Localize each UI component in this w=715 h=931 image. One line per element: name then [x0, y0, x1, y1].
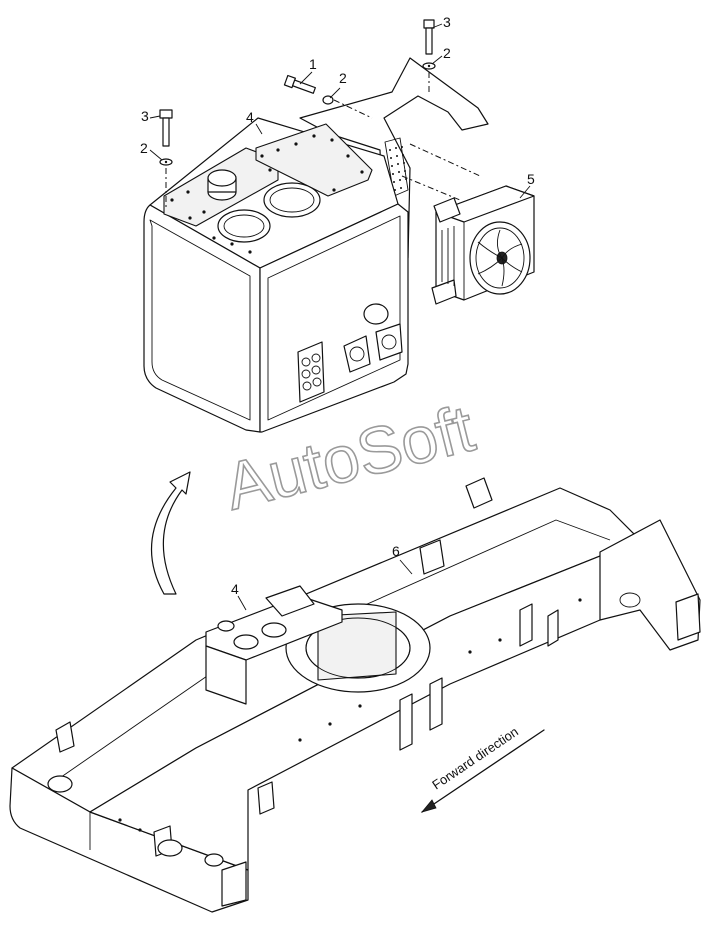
port-flanges	[343, 303, 403, 373]
tank-front-face	[143, 204, 261, 433]
tank-side-face	[259, 203, 409, 433]
callout-5: 5	[527, 171, 535, 187]
callout-3-left: 3	[141, 108, 149, 124]
bolt-left	[159, 109, 173, 147]
frame-holes	[47, 592, 641, 907]
rear-frame	[9, 477, 701, 913]
fasteners	[159, 19, 481, 208]
level-gauge-panel	[297, 341, 325, 403]
filler-cap	[207, 169, 237, 201]
hydraulic-tank-assembly	[143, 57, 489, 433]
rear-end-section	[599, 519, 701, 651]
install-arrow	[150, 471, 191, 595]
cooler-fan	[469, 221, 531, 295]
callout-2-center: 2	[339, 70, 347, 86]
callout-4-tank: 4	[246, 109, 254, 125]
callout-1: 1	[309, 56, 317, 72]
inspection-port-2	[263, 182, 321, 218]
bracket-perforation	[389, 146, 407, 191]
callout-6: 6	[392, 543, 400, 559]
frame-brackets	[55, 477, 701, 857]
callout-4-frame: 4	[231, 581, 239, 597]
forward-direction-indicator: Forward direction	[420, 724, 545, 813]
callouts: 1 2 2 2 3 3 4 4 5 6	[140, 14, 535, 611]
forward-direction-label: Forward direction	[429, 724, 521, 793]
mounted-tank-mini	[205, 585, 343, 705]
callout-2-top-right: 2	[443, 45, 451, 61]
bolt-1	[283, 74, 316, 94]
callout-3-top-right: 3	[443, 14, 451, 30]
bolt-top-right	[423, 19, 435, 55]
oil-cooler	[431, 185, 535, 305]
callout-2-left: 2	[140, 140, 148, 156]
cover-bolts	[170, 134, 364, 254]
access-cover-right	[255, 123, 373, 197]
front-crossmember	[9, 767, 249, 913]
washer-1	[322, 95, 334, 105]
